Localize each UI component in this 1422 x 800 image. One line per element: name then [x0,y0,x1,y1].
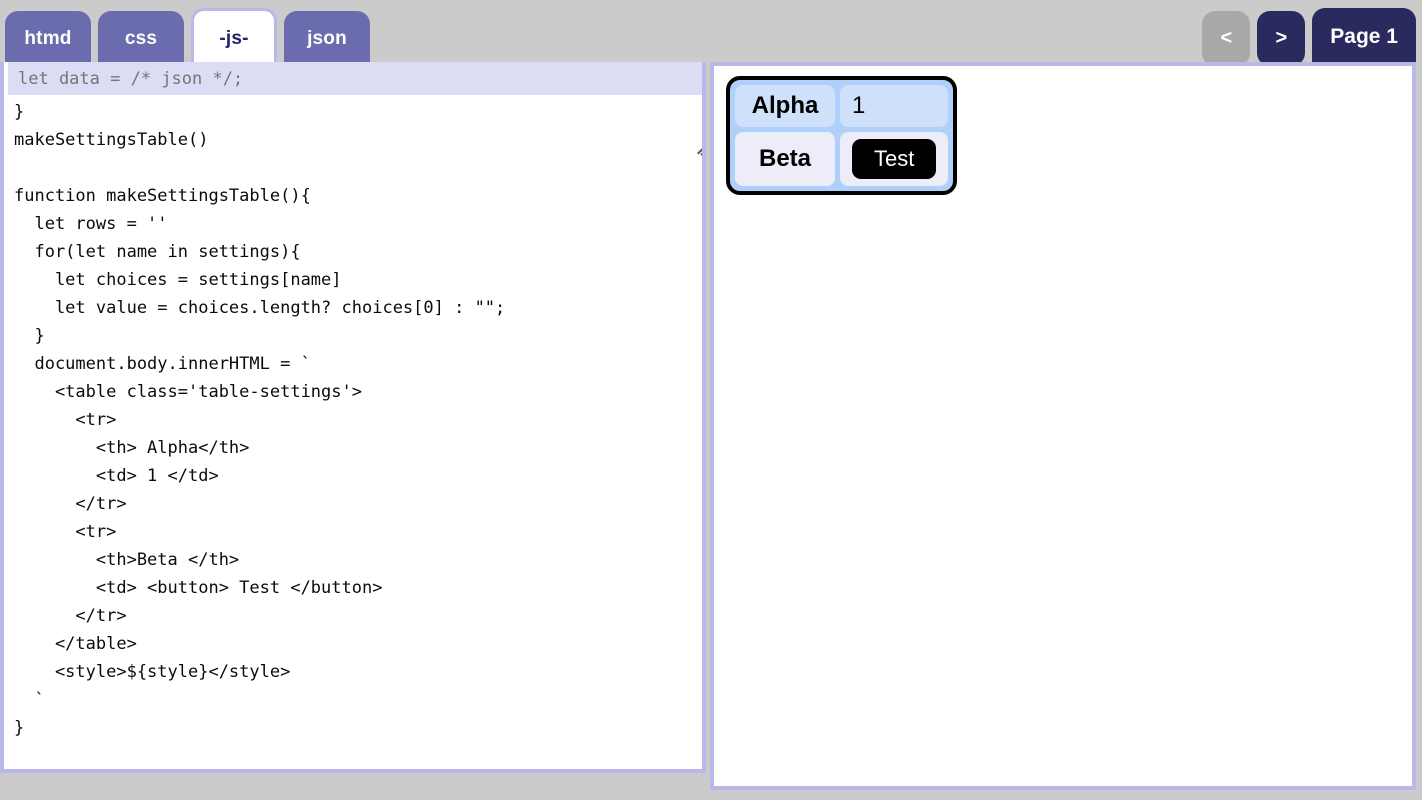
top-bar: htmd css -js- json < > Page 1 [0,0,1422,66]
preview-content: Alpha 1 Beta Test [714,66,1412,195]
settings-row-label-alpha: Alpha [735,85,835,127]
test-button[interactable]: Test [852,139,937,179]
tab-css[interactable]: css [98,11,184,66]
settings-row-label-beta: Beta [735,132,835,186]
tab-htmd[interactable]: htmd [5,11,91,66]
next-page-button[interactable]: > [1257,11,1306,66]
page-indicator-button[interactable]: Page 1 [1312,8,1416,66]
code-editor-panel[interactable]: 'beta' : words('a b c d e') } makeSettin… [0,62,706,773]
editor-tab-list: htmd css -js- json [5,8,370,66]
settings-row-value-beta: Test [840,132,949,186]
preview-panel: Alpha 1 Beta Test [710,62,1416,790]
settings-table: Alpha 1 Beta Test [726,76,958,195]
tab-js[interactable]: -js- [191,8,277,66]
json-data-input[interactable] [8,62,702,95]
code-text[interactable]: 'beta' : words('a b c d e') } makeSettin… [14,74,506,738]
page-navigation: < > Page 1 [1202,8,1416,66]
resize-grip-icon-top[interactable] [696,142,702,154]
table-row: Beta Test [735,132,949,186]
table-row: Alpha 1 [735,85,949,127]
tab-json[interactable]: json [284,11,370,66]
previous-page-button[interactable]: < [1202,11,1251,66]
settings-row-value-alpha: 1 [840,85,949,127]
